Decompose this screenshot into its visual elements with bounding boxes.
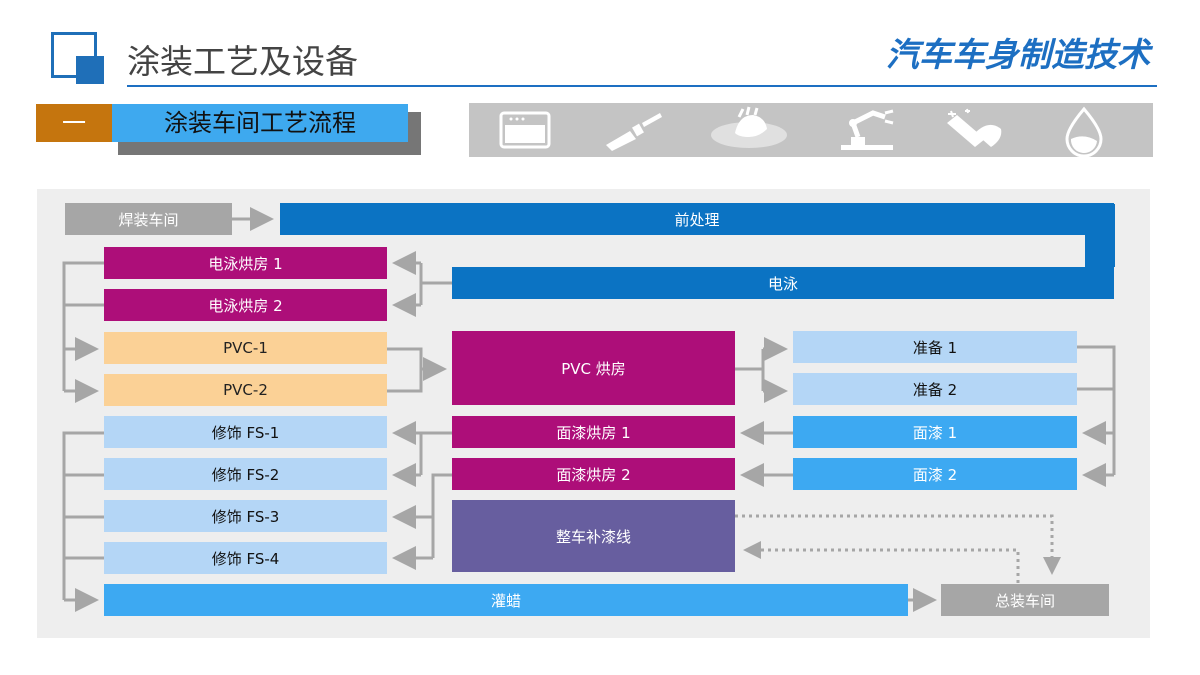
prep-1-box: 准备 1 [793,331,1077,363]
assembly-shop-box: 总装车间 [941,584,1109,616]
section-number: 一 [36,104,112,142]
finish-fs-3-box: 修饰 FS-3 [104,500,387,532]
icon-strip [469,103,1153,157]
topcoat-1-box: 面漆 1 [793,416,1077,448]
welding-shop-box: 焊装车间 [65,203,232,235]
electro-oven-2-box: 电泳烘房 2 [104,289,387,321]
hand-sanding-icon [711,106,787,148]
brand-title: 汽车车身制造技术 [886,35,1150,74]
polishing-icon [947,108,1002,147]
topcoat-oven-2-box: 面漆烘房 2 [452,458,735,490]
paint-brush-icon [606,113,662,151]
tank-icon [499,111,551,149]
page-title: 涂装工艺及设备 [127,42,358,81]
topcoat-2-box: 面漆 2 [793,458,1077,490]
finish-fs-2-box: 修饰 FS-2 [104,458,387,490]
finish-fs-4-box: 修饰 FS-4 [104,542,387,574]
logo-outer-square [51,32,97,78]
pretreatment-box: 前处理 [280,203,1114,235]
robot-arm-icon [841,109,894,150]
droplet-icon [1065,106,1103,157]
finish-fs-1-box: 修饰 FS-1 [104,416,387,448]
touchup-line-box: 整车补漆线 [452,500,735,572]
logo-inner-square [76,56,104,84]
electro-oven-1-box: 电泳烘房 1 [104,247,387,279]
pvc-oven-box: PVC 烘房 [452,331,735,405]
header-divider [127,85,1157,87]
prep-2-box: 准备 2 [793,373,1077,405]
topcoat-oven-1-box: 面漆烘房 1 [452,416,735,448]
pvc-2-box: PVC-2 [104,374,387,406]
pvc-1-box: PVC-1 [104,332,387,364]
wax-box: 灌蜡 [104,584,908,616]
section-label: 涂装车间工艺流程 [112,104,408,142]
electrocoat-box: 电泳 [452,267,1114,299]
